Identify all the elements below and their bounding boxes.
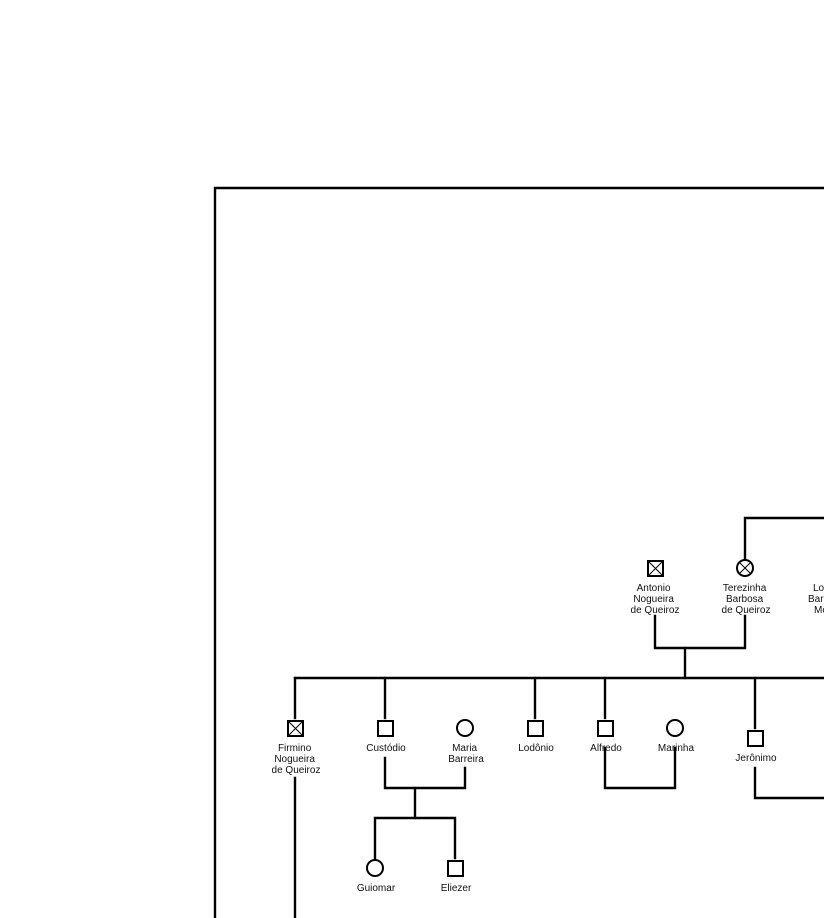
person-guiomar-symbol (366, 859, 384, 877)
relationship-lines (293, 516, 824, 918)
person-antonio (647, 560, 664, 577)
label-maria: Maria Barreira (448, 743, 484, 765)
chart-frame (213, 186, 824, 918)
terezinha-parent-line (743, 516, 824, 562)
person-lodonio-symbol (527, 720, 544, 737)
label-terezinha: Terezinha Barbosa de Queiroz (722, 583, 771, 616)
label-jeronimo: Jerônimo (735, 753, 777, 764)
deceased-mark (648, 561, 663, 576)
label-lo-partial: Lo Bar Mo (808, 583, 824, 616)
person-eliezer-symbol (447, 860, 464, 877)
label-antonio: Antonio Nogueira de Queiroz (631, 583, 680, 616)
label-lodonio: Lodônio (518, 743, 554, 754)
person-firmino (287, 720, 304, 737)
label-eliezer: Eliezer (441, 883, 472, 894)
person-maria-symbol (456, 719, 474, 737)
custodio-maria-union-line (383, 756, 467, 790)
label-firmino: Firmino Nogueira de Queiroz (272, 743, 321, 776)
person-terezinha (736, 559, 754, 577)
grandchildren-sibship-line (373, 816, 457, 860)
person-jeronimo-symbol (747, 730, 764, 747)
person-alfredo-symbol (597, 720, 614, 737)
label-guiomar: Guiomar (357, 883, 396, 894)
deceased-mark (739, 562, 751, 574)
person-marinha-symbol (666, 719, 684, 737)
label-alfredo: Alfredo (590, 743, 622, 754)
deceased-mark (288, 721, 303, 736)
antonio-terezinha-union-line (653, 614, 747, 650)
alfredo-marinha-union-line (603, 746, 677, 790)
label-marinha: Marinha (658, 743, 695, 754)
label-custodio: Custódio (366, 743, 406, 754)
person-custodio-symbol (377, 720, 394, 737)
jeronimo-union-line (753, 766, 824, 800)
